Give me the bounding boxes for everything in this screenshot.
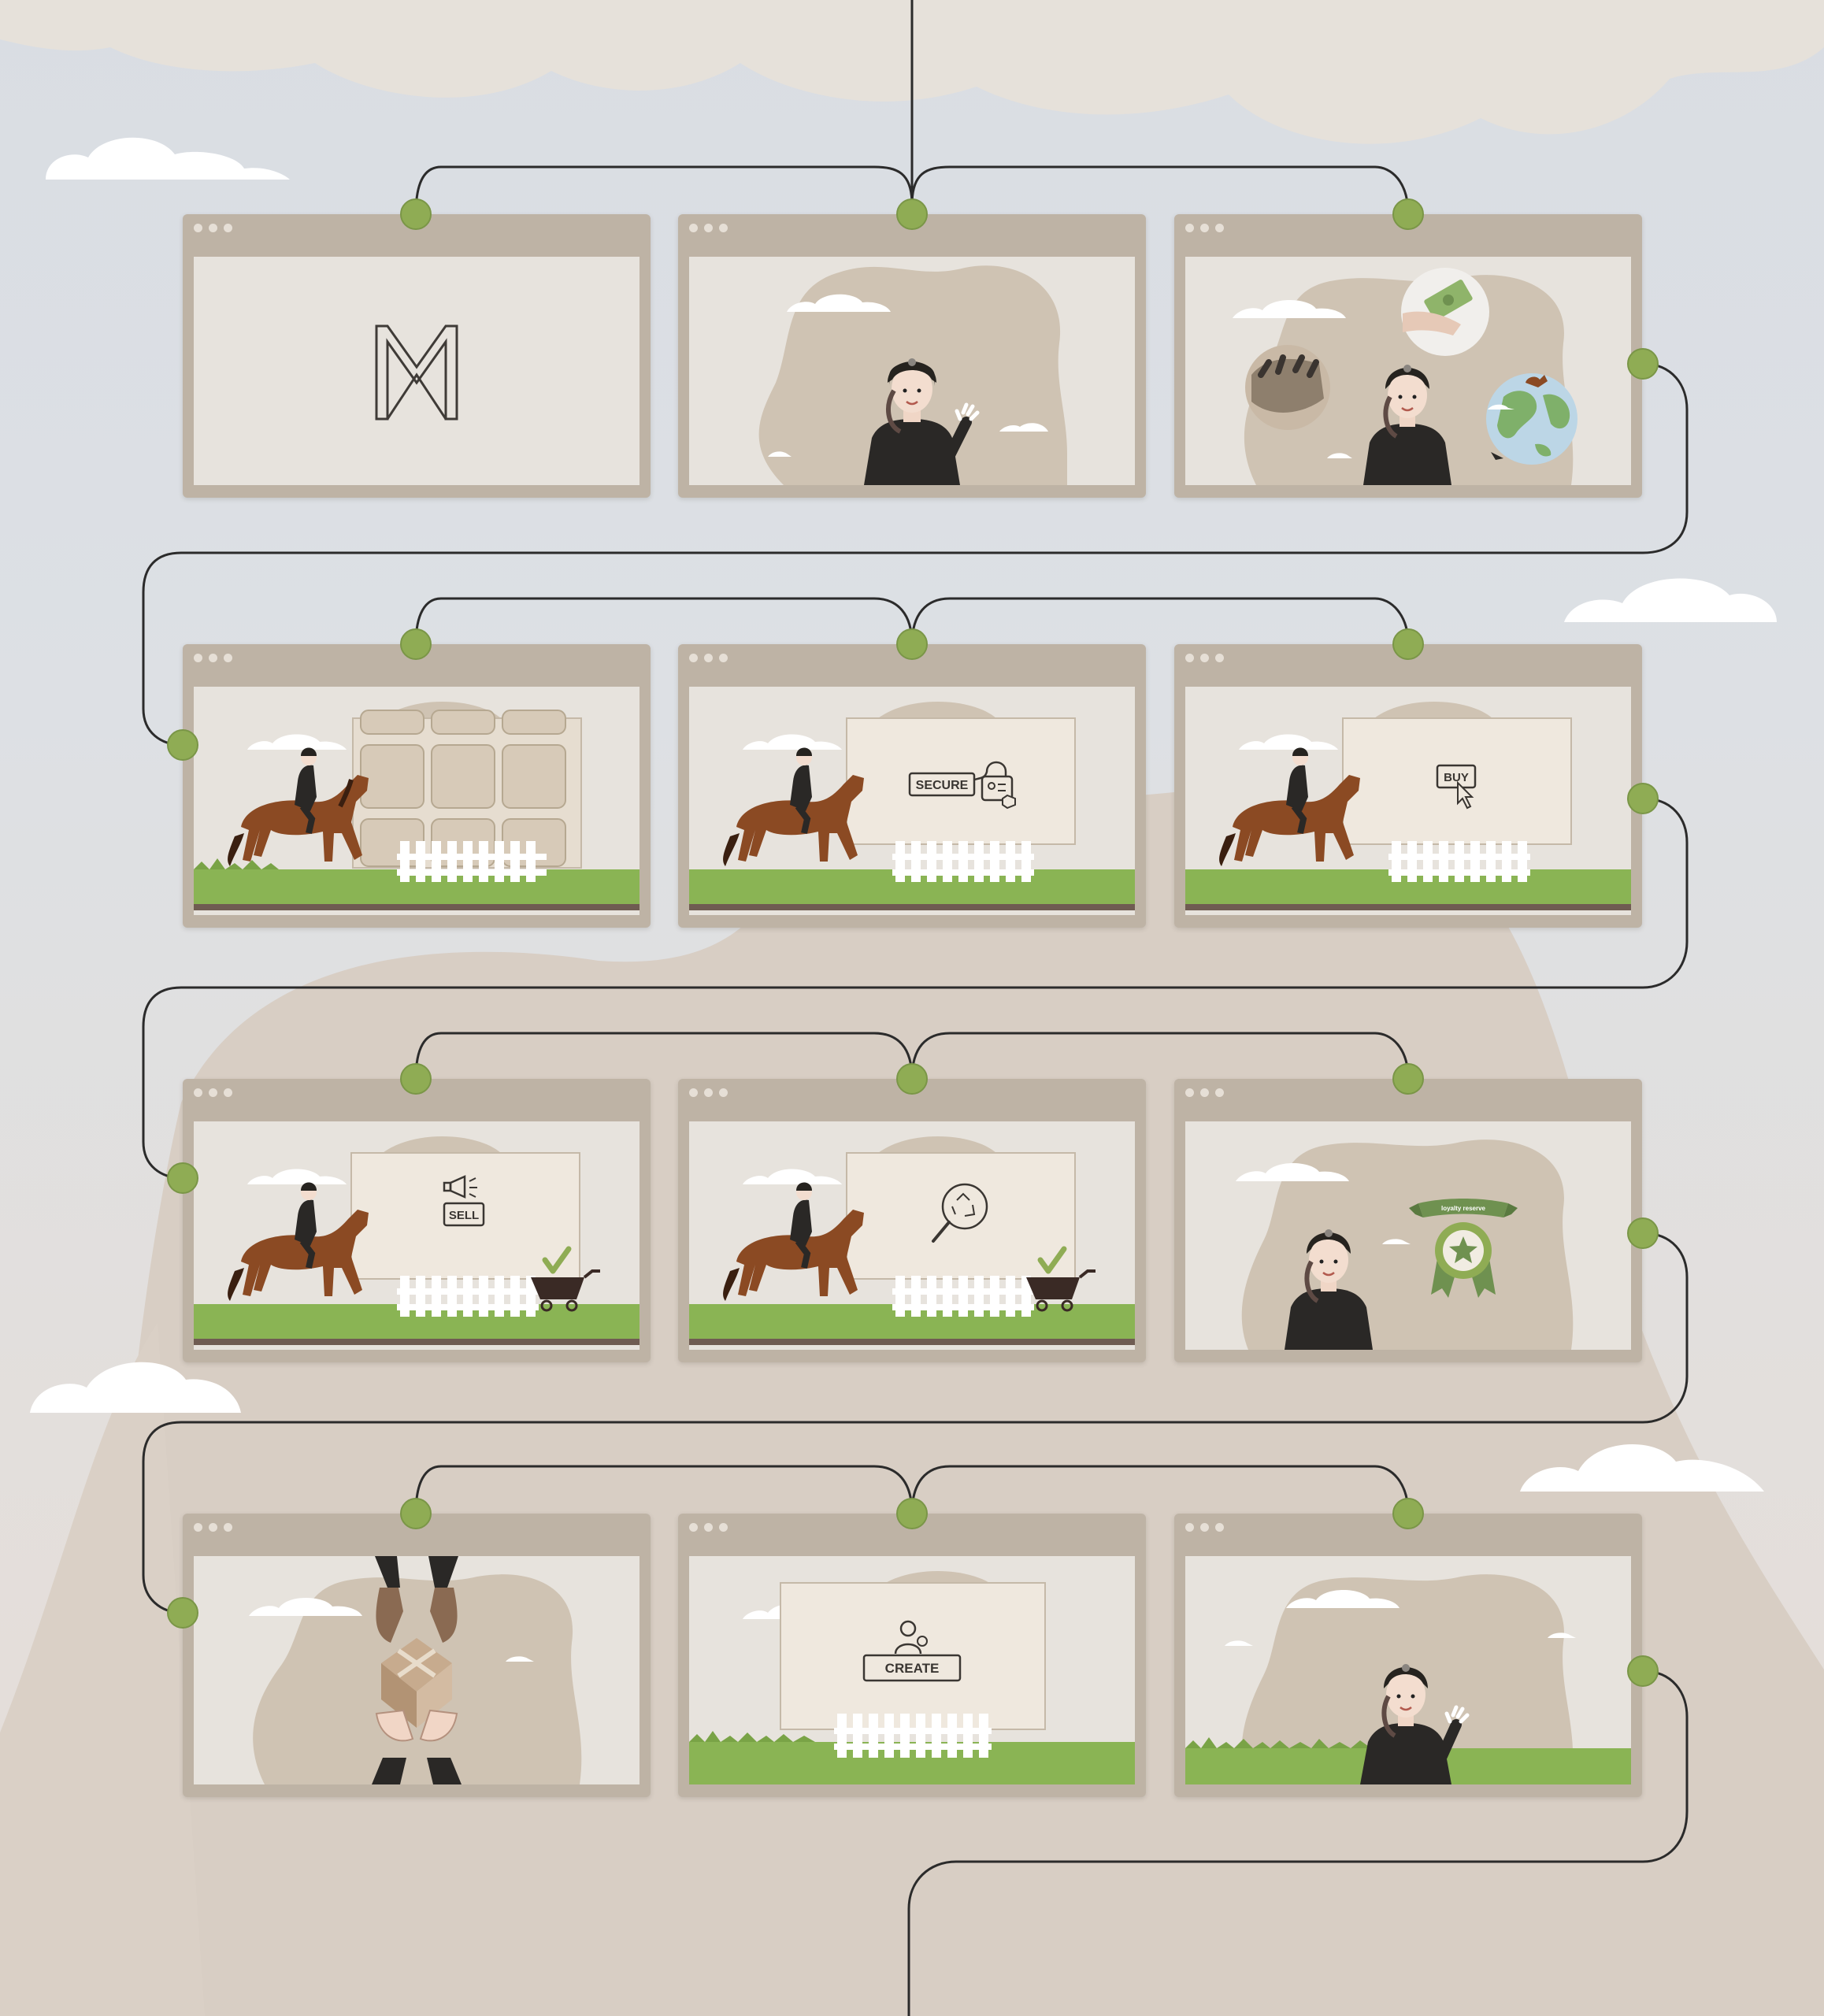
- horse-sell-scene: SELL: [194, 1136, 640, 1345]
- frame-5-horse-secure: SECURE: [678, 644, 1146, 928]
- frame-screen: [1185, 257, 1631, 485]
- rider-wave-grass-scene: [1185, 1574, 1631, 1784]
- create-label: CREATE: [885, 1661, 940, 1676]
- recycle-search-icon: [932, 1183, 988, 1243]
- large-hill-shape: [113, 774, 1824, 2016]
- horse-secure-scene: SECURE: [689, 701, 1135, 910]
- horse-rider-icon: [228, 747, 369, 866]
- frame-10-package-handoff: [183, 1514, 651, 1797]
- buy-label: BUY: [1444, 771, 1469, 784]
- frame-screen: SELL: [194, 1121, 640, 1350]
- frame-screen: [689, 257, 1135, 485]
- sell-label: SELL: [449, 1209, 479, 1222]
- window-dots: [194, 1088, 232, 1097]
- horse-recycle-scene: [689, 1136, 1135, 1345]
- frame-8-horse-recycle: [678, 1079, 1146, 1362]
- buy-cursor-icon: BUY: [1436, 764, 1477, 810]
- horse-grid-scene: [194, 701, 640, 910]
- frame-screen: [1185, 1556, 1631, 1784]
- secure-badge-icon: SECURE: [908, 761, 1016, 810]
- frame-screen: BUY: [1185, 687, 1631, 915]
- horse-rider-icon: [1219, 747, 1360, 866]
- window-dots: [1185, 1523, 1224, 1532]
- hands-package-scene: [249, 1556, 582, 1784]
- window-dots: [194, 1523, 232, 1532]
- white-fence: [397, 841, 547, 882]
- info-panel: [846, 1152, 1076, 1280]
- rider-character-icon: [1285, 1229, 1373, 1350]
- info-panel: [350, 1152, 580, 1280]
- frame-6-horse-buy: BUY: [1174, 644, 1642, 928]
- rider-character-icon: [864, 358, 980, 485]
- window-dots: [689, 654, 728, 662]
- small-clouds: [1236, 1163, 1411, 1244]
- rider-character-icon: [1360, 1664, 1470, 1784]
- check-icon: [1037, 1246, 1067, 1274]
- rider-wave-scene: [758, 265, 1067, 485]
- frame-screen: [194, 1556, 640, 1784]
- brand-logo-scene: [375, 324, 458, 421]
- frame-12-rider-farewell: [1174, 1514, 1642, 1797]
- monogram-logo: [375, 324, 458, 421]
- window-dots: [1185, 1088, 1224, 1097]
- rider-character-icon: [1363, 365, 1451, 485]
- globe-icon: [1486, 373, 1577, 465]
- frame-screen: [689, 1121, 1135, 1350]
- white-fence: [834, 1714, 992, 1758]
- frame-screen: loyalty reserve: [1185, 1121, 1631, 1350]
- small-clouds: [249, 1598, 534, 1662]
- window-dots: [1185, 654, 1224, 662]
- window-dots: [194, 224, 232, 232]
- frame-4-horse-grid: [183, 644, 651, 928]
- shopping-cart-icon: [1026, 1269, 1096, 1312]
- frame-2-rider-greeting: [678, 214, 1146, 498]
- small-clouds: [1233, 300, 1352, 458]
- check-icon: [542, 1246, 572, 1274]
- frame-1-logo: [183, 214, 651, 498]
- window-dots: [689, 224, 728, 232]
- horse-rider-icon: [723, 1182, 864, 1301]
- shopping-cart-icon: [531, 1269, 600, 1312]
- frame-11-create-account: CREATE: [678, 1514, 1146, 1797]
- grid-board: [352, 710, 582, 869]
- small-clouds: [768, 294, 1048, 457]
- create-account-scene: CREATE: [689, 1570, 1135, 1784]
- horse-buy-scene: BUY: [1185, 701, 1631, 910]
- horse-rider-icon: [228, 1182, 369, 1301]
- white-fence: [892, 841, 1034, 882]
- small-clouds: [1225, 1590, 1576, 1646]
- frame-7-horse-sell: SELL: [183, 1079, 651, 1362]
- rider-badge-scene: loyalty reserve: [1236, 1140, 1574, 1350]
- create-user-icon: CREATE: [862, 1620, 962, 1682]
- frame-9-loyalty-badge: loyalty reserve: [1174, 1079, 1642, 1362]
- window-dots: [689, 1523, 728, 1532]
- white-fence: [397, 1276, 539, 1317]
- window-dots: [194, 654, 232, 662]
- sell-megaphone-icon: SELL: [443, 1175, 485, 1227]
- window-dots: [1185, 224, 1224, 232]
- info-panel: [846, 717, 1076, 845]
- horse-rider-icon: [723, 747, 864, 866]
- frame-screen: [194, 687, 640, 915]
- top-cloud-bank: [0, 0, 1824, 144]
- rider-global-scene: [1233, 268, 1577, 485]
- frame-3-rider-global: [1174, 214, 1642, 498]
- money-hand-icon: [1401, 268, 1489, 356]
- white-fence: [892, 1276, 1034, 1317]
- frame-screen: [194, 257, 640, 485]
- frame-screen: CREATE: [689, 1556, 1135, 1784]
- frame-screen: SECURE: [689, 687, 1135, 915]
- hands-package-icon: [372, 1556, 462, 1784]
- secure-label: SECURE: [916, 779, 969, 792]
- horses-photo-icon: [1245, 345, 1330, 430]
- window-dots: [689, 1088, 728, 1097]
- white-fence: [1388, 841, 1530, 882]
- loyalty-label: loyalty reserve: [1441, 1205, 1486, 1212]
- loyalty-badge-icon: loyalty reserve: [1409, 1199, 1518, 1298]
